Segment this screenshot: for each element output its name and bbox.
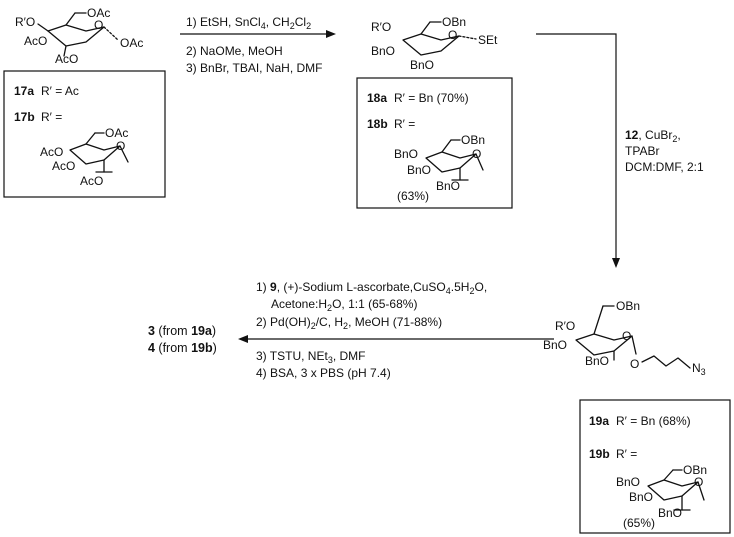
label-19b-ring-o: O	[694, 475, 703, 489]
step1-line1: 1) EtSH, SnCl4, CH2Cl2	[186, 15, 311, 31]
arrowhead-step1	[326, 30, 336, 38]
step2-line1: 12, CuBr2,	[625, 128, 681, 144]
label-18a-rgroup: R′ = Bn (70%)	[394, 91, 469, 105]
label-18-bno3: BnO	[371, 44, 395, 58]
label-19b-rgroup: R′ =	[616, 447, 637, 461]
label-19b-obn6: OBn	[683, 463, 707, 477]
label-19-obn6: OBn	[616, 299, 640, 313]
step2-reagents: 12, CuBr2, TPABr DCM:DMF, 2:1	[625, 128, 704, 174]
label-aco-3: AcO	[24, 34, 47, 48]
label-18b-bno4: BnO	[394, 147, 418, 161]
reaction-arrows	[180, 30, 620, 343]
label-17b-aco4: AcO	[40, 145, 63, 159]
label-18-obn6: OBn	[442, 15, 466, 29]
label-18b-bno3: BnO	[407, 163, 431, 177]
arrow-step2	[536, 33, 617, 262]
step3-line3: 2) Pd(OH)2/C, H2, MeOH (71-88%)	[256, 315, 442, 331]
step3-line1: 1) 9, (+)-Sodium L-ascorbate,CuSO4.5H2O,	[256, 280, 487, 296]
label-17b-aco2: AcO	[80, 174, 103, 188]
label-17b-ring-o: O	[116, 139, 125, 153]
label-oac-1: OAc	[120, 36, 143, 50]
label-19b: 19b	[589, 447, 610, 461]
molecule-17: OAc R′O AcO AcO O OAc 17a R′ = Ac 17b R′…	[14, 6, 143, 188]
label-18b: 18b	[367, 117, 388, 131]
step3-reagents: 1) 9, (+)-Sodium L-ascorbate,CuSO4.5H2O,…	[256, 280, 487, 380]
label-18b-rgroup: R′ =	[394, 117, 415, 131]
label-17a: 17a	[14, 84, 34, 98]
label-17b: 17b	[14, 110, 35, 124]
final-products: 3 (from 19a) 4 (from 19b)	[148, 324, 217, 355]
step1-line2: 2) NaOMe, MeOH	[186, 44, 283, 58]
label-19-anomeric-o: O	[630, 357, 639, 371]
arrowhead-step2	[612, 258, 620, 268]
step3-line5: 4) BSA, 3 x PBS (pH 7.4)	[256, 366, 391, 380]
label-ring-o: O	[94, 18, 103, 32]
label-17b-rgroup: R′ =	[41, 110, 62, 124]
step2-line3: DCM:DMF, 2:1	[625, 160, 704, 174]
box-17	[3, 70, 166, 198]
label-19-azide: N3	[692, 361, 706, 377]
label-17b-aco3: AcO	[52, 159, 75, 173]
molecule-19: OBn R′O BnO BnO O O N3 19a R′ = Bn (68%)…	[543, 299, 707, 530]
label-18b-yield: (63%)	[397, 189, 429, 203]
step2-line2: TPABr	[625, 144, 659, 158]
label-18b-obn6: OBn	[461, 133, 485, 147]
label-18-bno2: BnO	[410, 58, 434, 72]
label-aco-2: AcO	[55, 52, 78, 66]
label-17a-rgroup: R′ = Ac	[41, 84, 79, 98]
label-18b-bno2: BnO	[436, 179, 460, 193]
label-19b-yield: (65%)	[623, 516, 655, 530]
label-17b-oac6: OAc	[105, 126, 128, 140]
label-18b-ring-o: O	[472, 147, 481, 161]
label-19b-bno2: BnO	[658, 506, 682, 520]
label-19-rprime-o: R′O	[555, 319, 575, 333]
step3-line2: Acetone:H2O, 1:1 (65-68%)	[271, 297, 417, 313]
label-18-ring-o: O	[448, 28, 457, 42]
step3-line4: 3) TSTU, NEt3, DMF	[256, 349, 366, 365]
step1-reagents: 1) EtSH, SnCl4, CH2Cl2 2) NaOMe, MeOH 3)…	[186, 15, 323, 75]
product-3: 3 (from 19a)	[148, 324, 216, 338]
label-19a-rgroup: R′ = Bn (68%)	[616, 414, 691, 428]
label-18-rprime-o: R′O	[371, 20, 391, 34]
label-rprime-o: R′O	[15, 15, 35, 29]
step1-line3: 3) BnBr, TBAI, NaH, DMF	[186, 61, 323, 75]
label-oac-6: OAc	[87, 6, 110, 20]
label-19b-bno4: BnO	[616, 475, 640, 489]
label-19b-bno3: BnO	[629, 490, 653, 504]
label-19a: 19a	[589, 414, 609, 428]
label-19-ring-o: O	[622, 329, 631, 343]
label-19-bno2: BnO	[585, 354, 609, 368]
box-18	[356, 77, 513, 209]
molecule-18: OBn R′O BnO BnO O SEt 18a R′ = Bn (70%) …	[367, 15, 498, 203]
label-18-set: SEt	[478, 33, 498, 47]
label-19-bno3: BnO	[543, 338, 567, 352]
label-18a: 18a	[367, 91, 387, 105]
arrowhead-step3	[238, 335, 248, 343]
box-19	[579, 399, 731, 534]
product-4: 4 (from 19b)	[148, 341, 217, 355]
